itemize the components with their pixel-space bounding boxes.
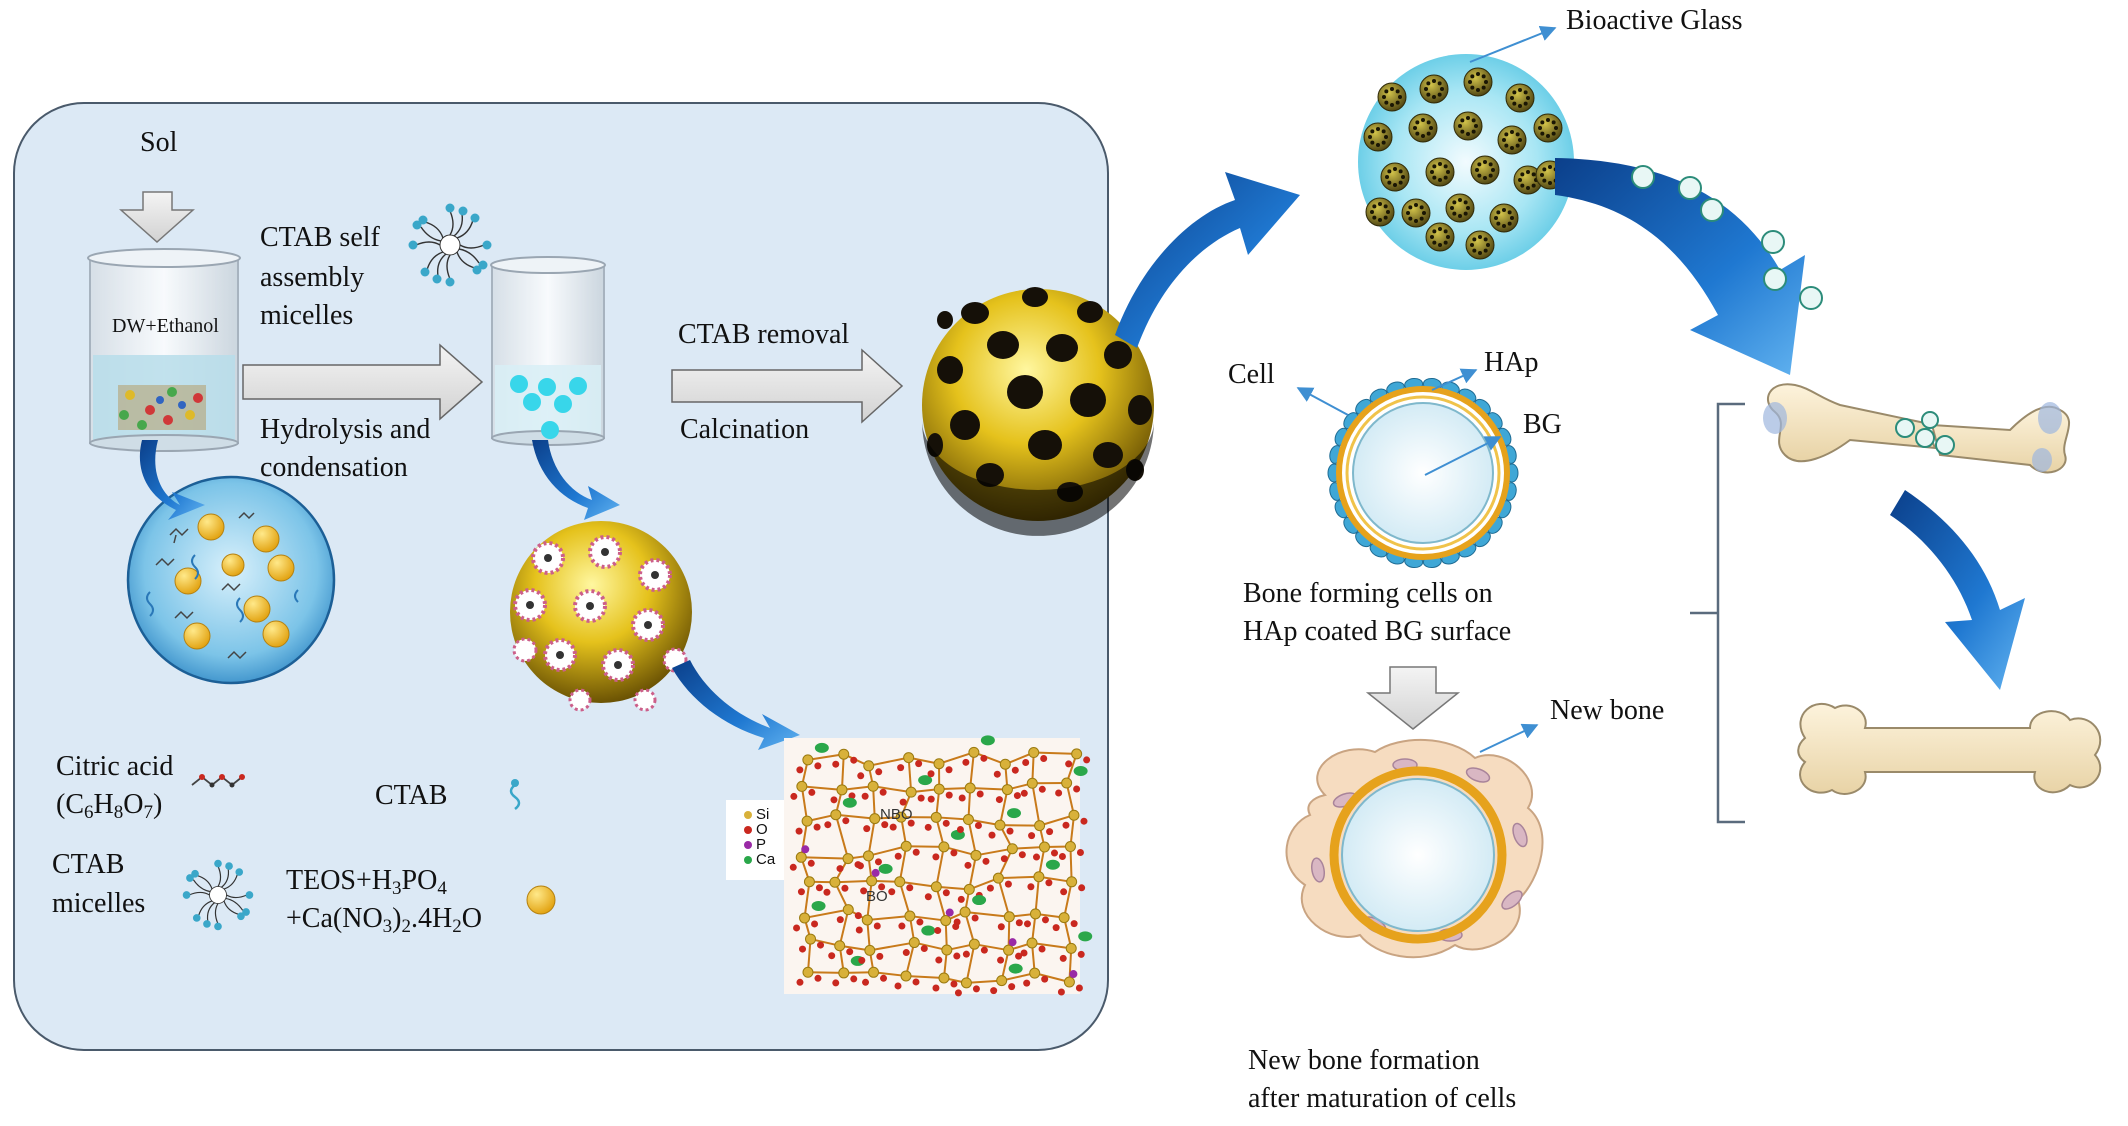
label-calcination: Calcination: [680, 414, 810, 445]
network-tag-bo: BO: [866, 888, 888, 905]
arrow-to-bioactive-glass: [1115, 172, 1300, 348]
label-new-bone-formation-2: after maturation of cells: [1248, 1083, 1517, 1114]
mixture: [118, 385, 206, 430]
sol-gel-droplet: [126, 475, 336, 685]
legend-ctab-micelles-2: micelles: [52, 888, 146, 919]
label-bone-forming-2: HAp coated BG surface: [1243, 616, 1512, 647]
arrow-to-bone: [1555, 158, 1805, 375]
label-ctab-removal: CTAB removal: [678, 319, 850, 350]
label-sol: Sol: [140, 127, 178, 158]
label-bioactive-glass: Bioactive Glass: [1566, 5, 1743, 36]
legend-ctab: CTAB: [375, 780, 448, 811]
network-legend-p: P: [756, 836, 767, 853]
coated-bg-particle: [1327, 377, 1519, 569]
arrow-to-healed-bone: [1890, 490, 2025, 690]
label-ctab-self: CTAB self: [260, 222, 380, 253]
network-legend-si: Si: [756, 806, 770, 823]
arrow-calcination: [671, 348, 904, 424]
arrow-to-template-sphere: [532, 440, 620, 520]
sol-arrow: [119, 191, 195, 244]
label-hydrolysis: Hydrolysis and: [260, 414, 431, 445]
label-micelles: micelles: [260, 300, 354, 331]
pointer-new-bone: [1479, 723, 1539, 753]
ctab-icon: [509, 784, 521, 810]
label-hap: HAp: [1484, 347, 1539, 378]
legend-citric-formula: (C6H8O7): [56, 789, 163, 823]
arrow-hydrolysis: [242, 343, 484, 421]
arrow-maturation: [1365, 666, 1461, 730]
network-legend-o: O: [756, 821, 768, 838]
mesoporous-sphere: [922, 287, 1154, 536]
pointer-cell: [1296, 387, 1349, 416]
new-bone-blob: [1285, 738, 1544, 959]
bracket: [1690, 402, 1745, 824]
legend-teos-2: +Ca(NO3)2.4H2O: [286, 903, 482, 937]
beaker-2: [490, 256, 606, 446]
label-new-bone-formation-1: New bone formation: [1248, 1045, 1480, 1076]
arrow-to-network: [672, 660, 800, 750]
healed-bone: [1797, 702, 2102, 795]
legend-teos-1: TEOS+H3PO4: [286, 865, 447, 899]
legend-ctab-micelles-1: CTAB: [52, 849, 125, 880]
atomic-network: [726, 735, 1093, 997]
arrow-to-droplet: [139, 440, 205, 520]
template-sphere: [510, 521, 692, 712]
label-bone-forming-1: Bone forming cells on: [1243, 578, 1493, 609]
pointer-bg: [1424, 436, 1502, 476]
label-assembly: assembly: [260, 262, 365, 293]
teos-particle-icon: [526, 885, 556, 915]
fractured-bone: [1763, 383, 2071, 474]
beaker-1: [87, 248, 241, 452]
network-legend-ca: Ca: [756, 851, 776, 868]
label-cell: Cell: [1228, 359, 1275, 390]
label-dw-ethanol: DW+Ethanol: [112, 315, 219, 337]
ctab-micelle-icon: [408, 203, 492, 287]
label-condensation: condensation: [260, 452, 408, 483]
label-new-bone: New bone: [1550, 695, 1665, 726]
pointer-bioactive-glass: [1469, 25, 1557, 63]
arrow-particles: [1631, 165, 1823, 310]
label-bg: BG: [1523, 409, 1562, 440]
citric-acid-icon: [191, 774, 245, 788]
bioactive-glass-disc: [1358, 54, 1574, 270]
network-tag-nbo: NBO: [880, 806, 913, 823]
legend-citric-acid: Citric acid: [56, 751, 174, 782]
pointer-hap: [1431, 368, 1478, 391]
